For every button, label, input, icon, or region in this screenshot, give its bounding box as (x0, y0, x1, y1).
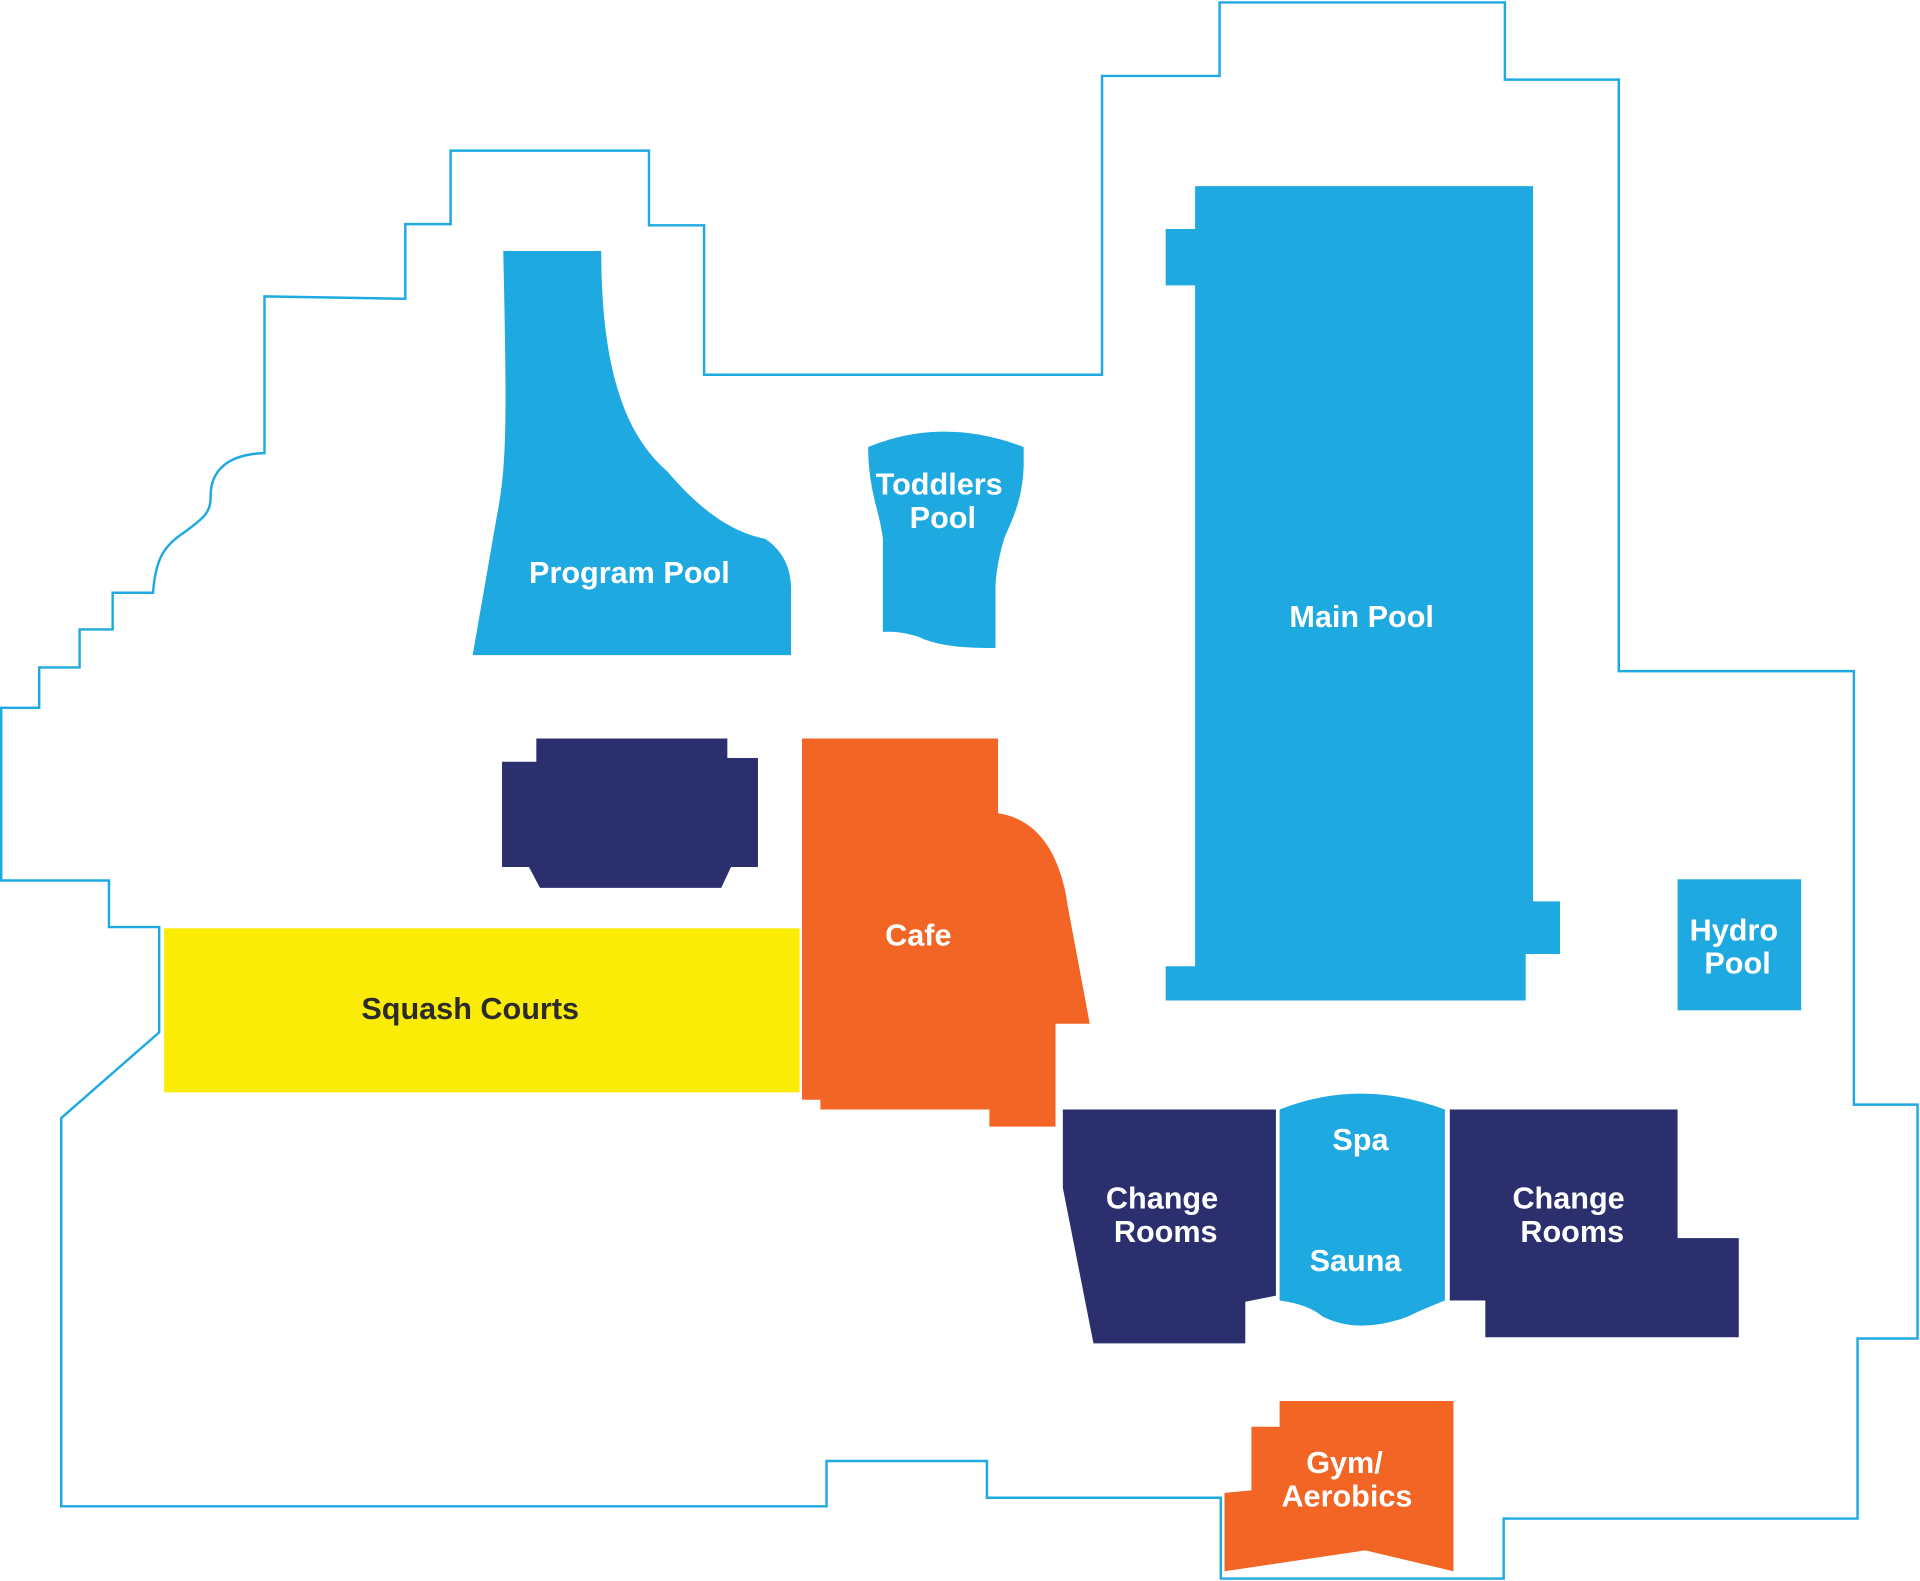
program-pool[interactable] (472, 251, 792, 656)
gym-aerobics-label-line1: Gym/ (1306, 1446, 1383, 1480)
toddlers-pool[interactable] (868, 431, 1024, 648)
sauna-label: Sauna (1310, 1244, 1403, 1278)
change-rooms-right-label-line1: Change (1512, 1182, 1624, 1216)
hydro-pool-label-line2: Pool (1704, 947, 1770, 981)
unlabeled-block[interactable] (502, 738, 758, 888)
spa-sauna[interactable] (1279, 1093, 1445, 1326)
toddlers-pool-label-line1: Toddlers (876, 468, 1003, 502)
change-rooms-right-label-line2: Rooms (1520, 1215, 1624, 1249)
change-rooms-right[interactable] (1449, 1109, 1739, 1338)
gym-aerobics-label-line2: Aerobics (1281, 1479, 1412, 1513)
change-rooms-left[interactable] (1062, 1109, 1276, 1344)
change-rooms-left-label-line1: Change (1106, 1182, 1218, 1216)
change-rooms-left-label-line2: Rooms (1114, 1215, 1218, 1249)
squash-courts-label: Squash Courts (361, 992, 579, 1026)
gym-aerobics[interactable] (1224, 1400, 1454, 1572)
squash-courts[interactable] (164, 928, 800, 1093)
hydro-pool-label-line1: Hydro (1690, 914, 1778, 948)
spa-label: Spa (1332, 1123, 1389, 1157)
toddlers-pool-label-line2: Pool (910, 501, 976, 535)
cafe-label: Cafe (885, 918, 951, 952)
main-pool[interactable] (1165, 186, 1560, 1001)
hydro-pool[interactable] (1677, 879, 1802, 1011)
cafe[interactable] (802, 738, 1090, 1127)
program-pool-label: Program Pool (529, 556, 730, 590)
main-pool-label: Main Pool (1289, 600, 1434, 634)
